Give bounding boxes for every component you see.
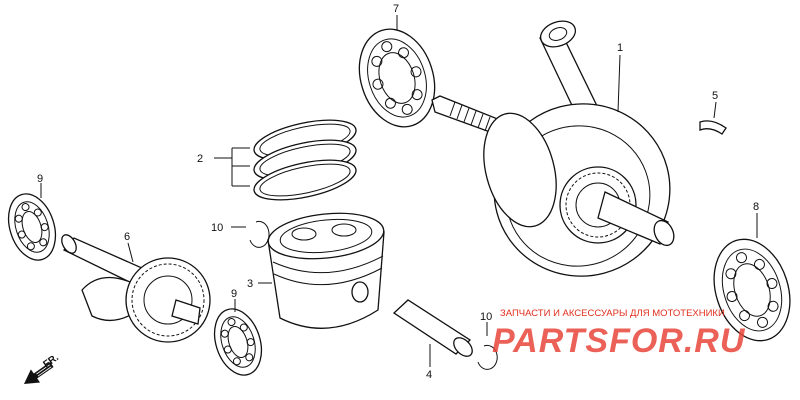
crankshaft: 1	[431, 20, 675, 277]
piston-rings: 2	[197, 119, 357, 201]
piston: 3	[247, 212, 385, 329]
callout-8: 8	[753, 201, 759, 213]
callout-1: 1	[617, 42, 623, 54]
watermark-subtitle: ЗАПЧАСТИ И АКСЕССУАРЫ ДЛЯ МОТОТЕХНИКИ	[500, 308, 725, 319]
balancer-shaft: 6	[61, 231, 211, 343]
bearing-right: 8	[713, 201, 791, 342]
callout-9-top: 9	[37, 173, 43, 185]
bearing-left-bottom: 9	[213, 288, 263, 376]
front-direction-indicator: FR.	[24, 352, 61, 384]
watermark: ЗАПЧАСТИ И АКСЕССУАРЫ ДЛЯ МОТОТЕХНИКИ PA…	[492, 308, 746, 360]
callout-10-upper: 10	[211, 222, 223, 234]
callout-3: 3	[247, 278, 253, 290]
bearing-left-top: 9	[7, 173, 57, 261]
callout-7: 7	[393, 3, 399, 15]
woodruff-key: 5	[699, 90, 727, 135]
callout-9-bottom: 9	[231, 288, 237, 300]
pin-clip-upper: 10	[211, 220, 270, 248]
bearing-top: 7	[358, 3, 436, 128]
pin-clip-lower: 10	[477, 311, 498, 370]
callout-4: 4	[426, 369, 432, 381]
callout-10-lower: 10	[480, 311, 492, 323]
callout-5: 5	[712, 90, 718, 102]
watermark-logo: PARTSFOR.RU	[492, 322, 746, 360]
front-arrow-icon	[24, 362, 54, 384]
callout-6: 6	[124, 231, 130, 243]
callout-2: 2	[197, 153, 203, 165]
piston-pin: 4	[392, 299, 473, 381]
